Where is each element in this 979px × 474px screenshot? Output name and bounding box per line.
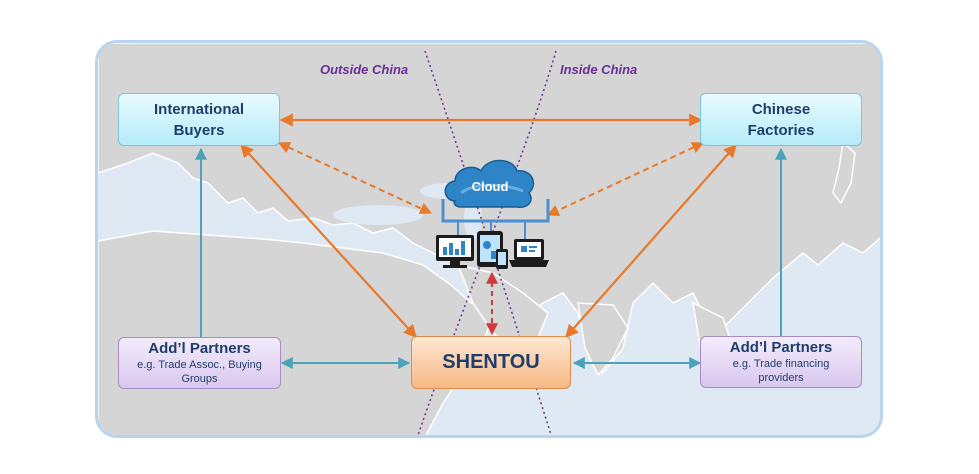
cloud-connectors — [457, 221, 526, 239]
partners-left-sub1: e.g. Trade Assoc., Buying — [137, 359, 262, 371]
partners-right-box: Add’l Partners e.g. Trade financing prov… — [700, 336, 862, 388]
shentou-label: SHENTOU — [442, 351, 540, 373]
partners-left-sub2: Groups — [181, 373, 218, 385]
cloud-bracket — [441, 199, 550, 223]
phone-icon — [496, 249, 508, 269]
international-buyers-box: International Buyers — [118, 93, 280, 146]
international-buyers-line1: International — [153, 100, 244, 118]
desktop-icon — [436, 235, 474, 268]
factories-cloud-arrow — [546, 142, 705, 216]
partners-left-box: Add’l Partners e.g. Trade Assoc., Buying… — [118, 337, 281, 389]
outside-china-label: Outside China — [320, 62, 409, 77]
buyers-cloud-arrow — [277, 142, 433, 214]
partners-right-sub2: providers — [758, 372, 804, 384]
factories-shentou-arrow — [565, 144, 737, 338]
chinese-factories-line1: Chinese — [751, 100, 811, 118]
partners-right-sub1: e.g. Trade financing — [732, 358, 830, 370]
partners-left-title: Add’l Partners — [148, 340, 251, 357]
diagram-frame: Cloud — [95, 40, 883, 438]
buyers-shentou-arrow — [240, 144, 417, 338]
shentou-box: SHENTOU — [411, 336, 571, 389]
laptop-icon — [509, 239, 549, 267]
chinese-factories-line2: Factories — [747, 121, 815, 139]
partners-right-title: Add’l Partners — [729, 339, 833, 356]
international-buyers-line2: Buyers — [173, 121, 225, 139]
inside-china-label: Inside China — [560, 62, 638, 77]
cloud-icon: Cloud — [444, 159, 535, 209]
cloud-label: Cloud — [472, 179, 509, 194]
chinese-factories-box: Chinese Factories — [700, 93, 862, 146]
